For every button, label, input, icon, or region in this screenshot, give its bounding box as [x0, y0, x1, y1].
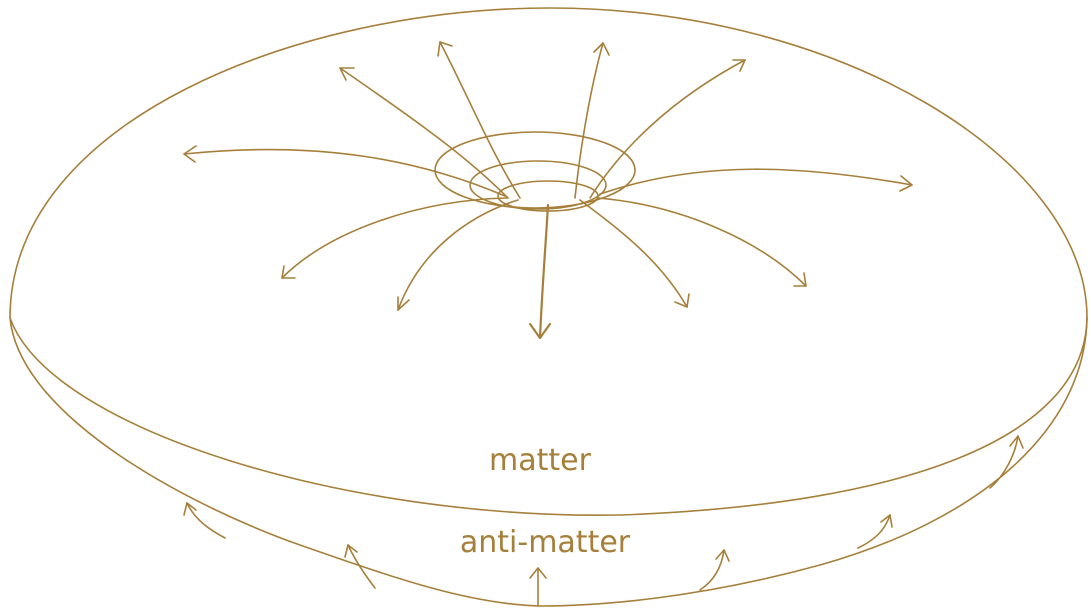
disk-right-side [540, 318, 1087, 606]
matter-label: matter [489, 443, 592, 478]
field-lines-bottom [184, 436, 1023, 606]
disk-left-side [10, 318, 540, 606]
funnel-ring-outer [435, 132, 635, 208]
anti-matter-label: anti-matter [460, 525, 631, 560]
disk-top-rim [10, 8, 1087, 515]
field-lines-top [184, 42, 912, 338]
funnel-ring-middle [470, 161, 606, 209]
